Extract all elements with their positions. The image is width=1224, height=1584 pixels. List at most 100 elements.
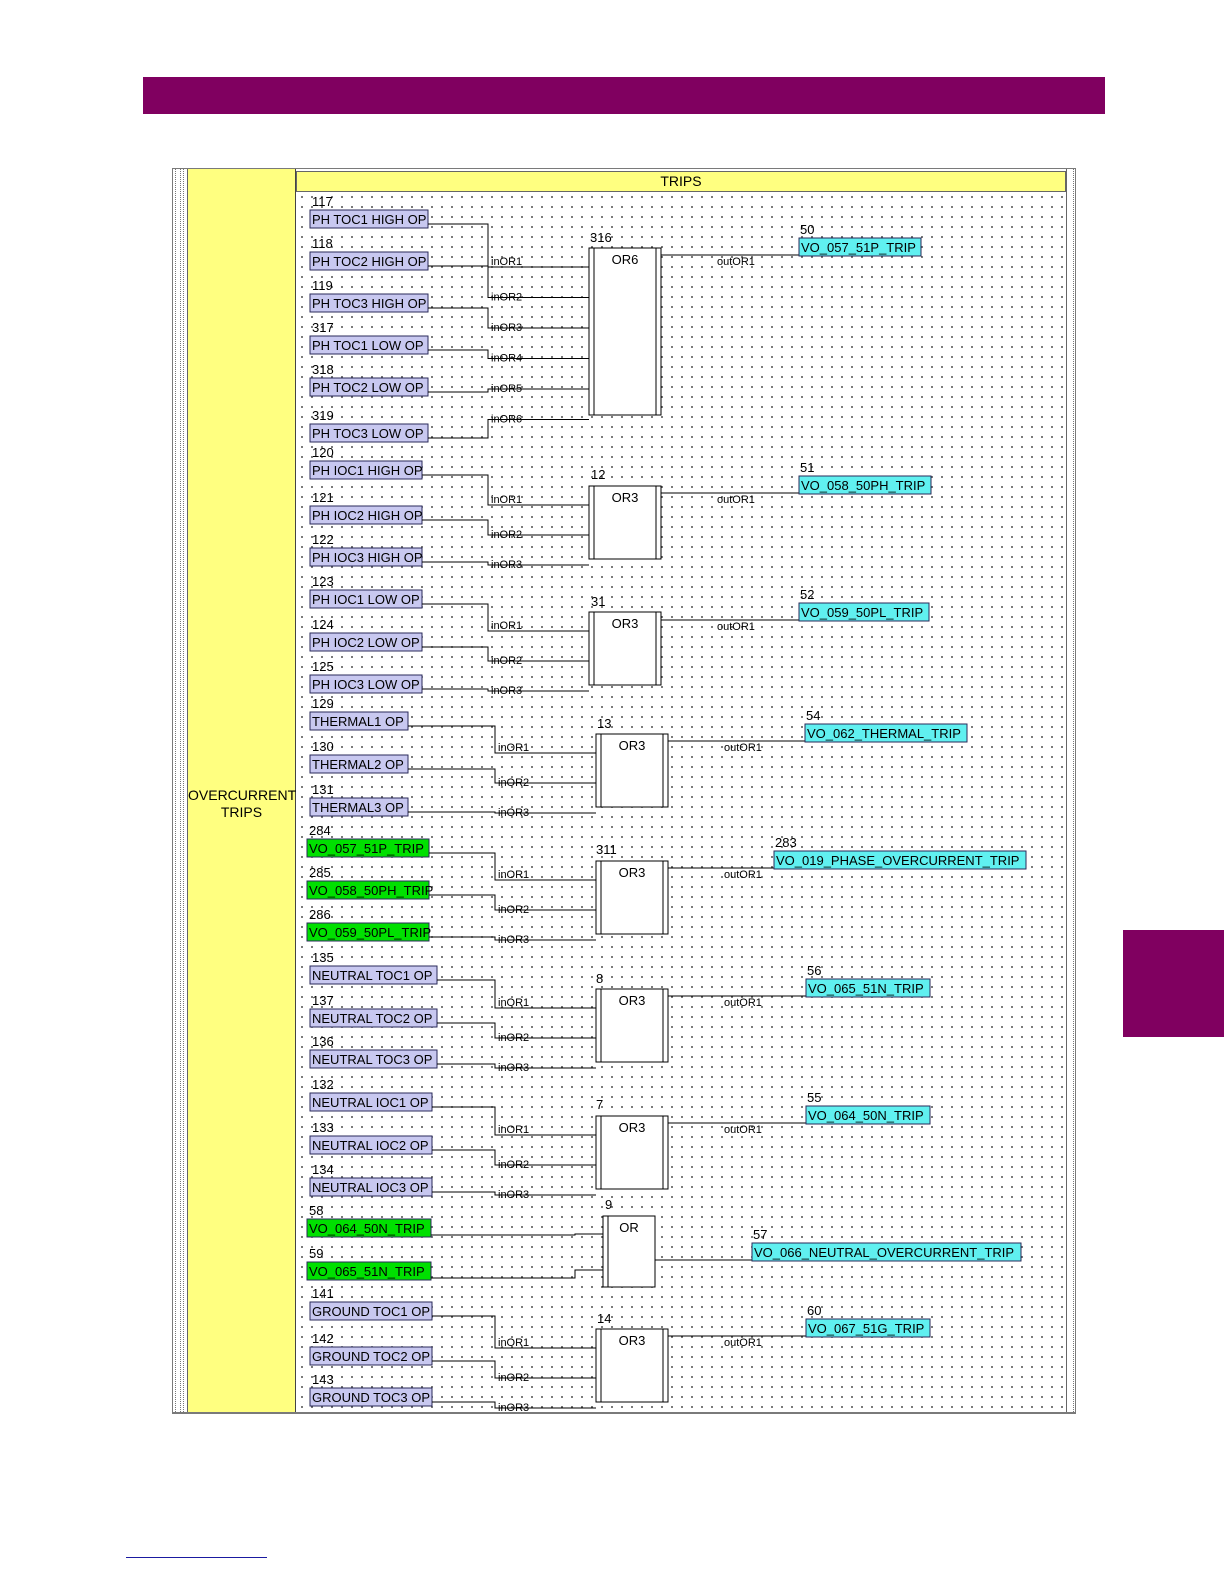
input-operand[interactable]: GROUND TOC1 OP [309, 1301, 433, 1321]
column-label-line-1: OVERCURRENT [188, 787, 297, 803]
or-gate[interactable]: OR3 [595, 860, 669, 935]
input-wire [432, 1149, 596, 1166]
input-operand-box [309, 1135, 433, 1155]
output-operand[interactable]: VO_019_PHASE_OVERCURRENT_TRIP [773, 850, 1027, 870]
input-operand[interactable]: NEUTRAL IOC3 OP [309, 1177, 433, 1197]
input-index: 284 [309, 823, 331, 838]
input-operand[interactable]: PH IOC1 LOW OP [309, 589, 423, 609]
output-operand-box [798, 237, 922, 257]
output-operand-label: VO_058_50PH_TRIP [801, 478, 925, 493]
input-operand[interactable]: THERMAL3 OP [309, 797, 409, 817]
input-operand[interactable]: GROUND TOC3 OP [309, 1387, 433, 1407]
or-gate[interactable]: OR3 [588, 611, 662, 686]
output-operand-box [805, 978, 931, 998]
gate-pin-label: inOR1 [491, 620, 522, 632]
output-operand[interactable]: VO_066_NEUTRAL_OVERCURRENT_TRIP [751, 1242, 1022, 1262]
input-operand[interactable]: NEUTRAL IOC2 OP [309, 1135, 433, 1155]
output-operand-label: VO_019_PHASE_OVERCURRENT_TRIP [776, 853, 1019, 868]
input-operand-label: NEUTRAL IOC2 OP [312, 1138, 429, 1153]
input-operand-label: PH TOC2 HIGH OP [312, 254, 426, 269]
input-operand-label: PH TOC1 LOW OP [312, 338, 424, 353]
input-operand[interactable]: NEUTRAL TOC3 OP [309, 1049, 438, 1069]
input-operand-label: GROUND TOC1 OP [312, 1304, 430, 1319]
input-operand-box [309, 460, 423, 480]
gate-pin-label: outOR1 [717, 621, 755, 633]
input-index: 134 [312, 1162, 334, 1177]
output-operand[interactable]: VO_065_51N_TRIP [805, 978, 931, 998]
output-index: 51 [800, 460, 814, 475]
input-operand[interactable]: VO_058_50PH_TRIP [306, 880, 433, 900]
gate-type: OR3 [619, 865, 646, 880]
input-index: 123 [312, 574, 334, 589]
input-operand-box [309, 335, 429, 355]
input-operand[interactable]: NEUTRAL TOC2 OP [309, 1008, 438, 1028]
input-operand-label: PH IOC2 HIGH OP [312, 508, 423, 523]
input-operand-box [306, 922, 430, 942]
input-operand[interactable]: PH IOC1 HIGH OP [309, 460, 423, 480]
or-gate[interactable]: OR3 [595, 733, 669, 808]
input-index: 58 [309, 1203, 323, 1218]
or-gate[interactable]: OR6 [588, 247, 662, 416]
gate-pin-label: inOR2 [498, 1032, 529, 1044]
input-wire [429, 852, 596, 881]
input-operand[interactable]: PH TOC2 HIGH OP [309, 251, 429, 271]
input-wire [429, 894, 596, 911]
gate-pin-label: inOR2 [491, 529, 522, 541]
input-operand-label: VO_057_51P_TRIP [309, 841, 424, 856]
input-index: 132 [312, 1077, 334, 1092]
input-operand[interactable]: PH TOC3 HIGH OP [309, 293, 429, 313]
input-operand[interactable]: PH IOC3 HIGH OP [309, 547, 423, 567]
input-operand-box [309, 1092, 433, 1112]
input-operand[interactable]: VO_059_50PL_TRIP [306, 922, 431, 942]
input-operand[interactable]: PH TOC2 LOW OP [309, 377, 429, 397]
or-gate[interactable]: OR3 [595, 988, 669, 1063]
input-operand[interactable]: PH IOC2 LOW OP [309, 632, 423, 652]
input-operand-box [309, 1346, 433, 1366]
output-operand[interactable]: VO_058_50PH_TRIP [798, 475, 932, 495]
input-operand-box [309, 1387, 433, 1407]
input-index: 136 [312, 1034, 334, 1049]
logic-group-8: 58VO_064_50N_TRIP59VO_065_51N_TRIPOR957V… [306, 1197, 1022, 1288]
or-gate[interactable]: OR3 [595, 1115, 669, 1190]
input-operand[interactable]: PH IOC3 LOW OP [309, 674, 423, 694]
output-operand[interactable]: VO_062_THERMAL_TRIP [804, 723, 968, 743]
gate-type: OR3 [612, 616, 639, 631]
or-gate[interactable]: OR3 [595, 1328, 669, 1403]
input-operand[interactable]: THERMAL2 OP [309, 754, 409, 774]
input-operand[interactable]: PH TOC1 LOW OP [309, 335, 429, 355]
or-gate-body [595, 1328, 669, 1403]
input-operand-label: NEUTRAL TOC1 OP [312, 968, 432, 983]
output-operand[interactable]: VO_057_51P_TRIP [798, 237, 922, 257]
input-operand[interactable]: PH TOC1 HIGH OP [309, 209, 429, 229]
gate-pin-label: inOR1 [498, 742, 529, 754]
output-index: 57 [753, 1227, 767, 1242]
or-gate-body [595, 860, 669, 935]
input-operand[interactable]: PH IOC2 HIGH OP [309, 505, 423, 525]
input-operand[interactable]: VO_064_50N_TRIP [306, 1218, 432, 1238]
input-operand[interactable]: GROUND TOC2 OP [309, 1346, 433, 1366]
or-gate[interactable]: OR [602, 1215, 656, 1288]
gate-pin-label: inOR2 [491, 292, 522, 304]
input-operand[interactable]: PH TOC3 LOW OP [309, 423, 429, 443]
input-index: 118 [312, 236, 333, 251]
gate-pin-label: inOR6 [491, 414, 522, 426]
input-wire [422, 646, 589, 662]
input-operand-box [309, 589, 423, 609]
output-operand[interactable]: VO_067_51G_TRIP [805, 1318, 931, 1338]
input-operand[interactable]: NEUTRAL TOC1 OP [309, 965, 438, 985]
output-operand[interactable]: VO_059_50PL_TRIP [798, 602, 930, 622]
gate-pin-label: inOR2 [491, 655, 522, 667]
input-operand[interactable]: VO_057_51P_TRIP [306, 838, 430, 858]
output-operand[interactable]: VO_064_50N_TRIP [805, 1105, 931, 1125]
gate-pin-label: outOR1 [724, 869, 762, 881]
column-label-line-2: TRIPS [220, 804, 263, 820]
input-operand[interactable]: NEUTRAL IOC1 OP [309, 1092, 433, 1112]
input-index: 129 [312, 696, 334, 711]
or-gate[interactable]: OR3 [588, 485, 662, 560]
left-rail-guide [183, 169, 187, 1412]
input-operand[interactable]: THERMAL1 OP [309, 711, 409, 731]
input-operand[interactable]: VO_065_51N_TRIP [306, 1261, 432, 1281]
